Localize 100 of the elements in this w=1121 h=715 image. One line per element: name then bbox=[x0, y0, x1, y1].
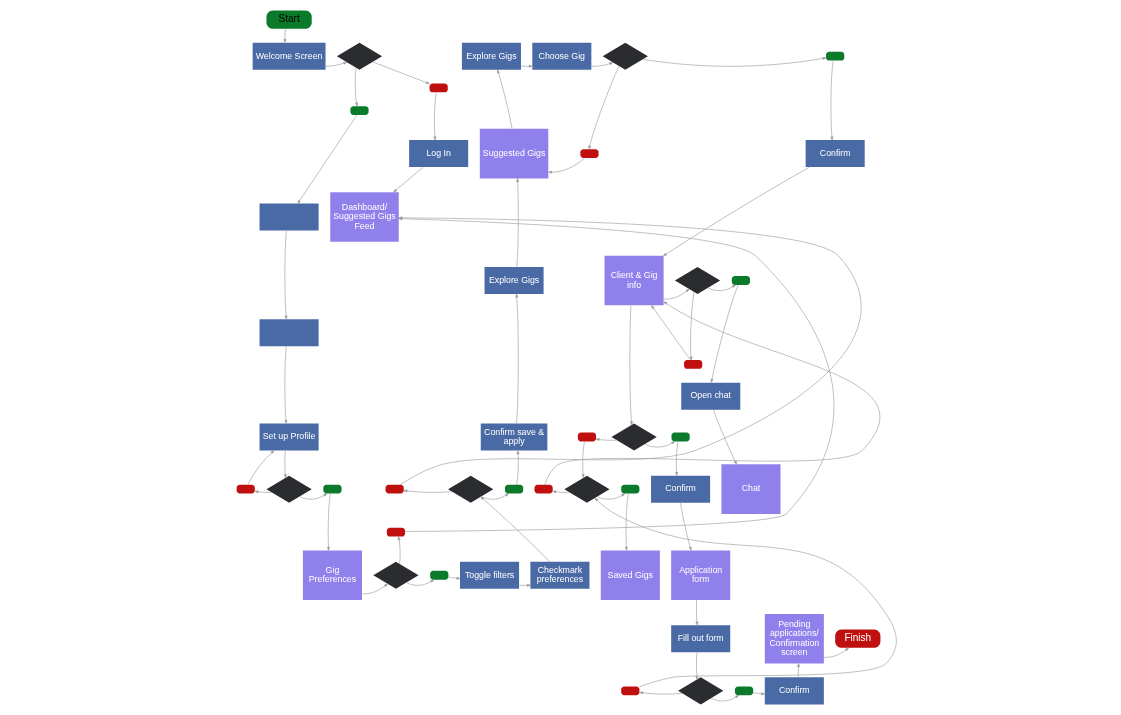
arrow bbox=[516, 450, 520, 486]
node-pill bbox=[386, 527, 406, 537]
node-box: Checkmark preferences bbox=[530, 561, 590, 589]
arrow bbox=[675, 441, 679, 476]
node-box: Open chat bbox=[681, 382, 741, 410]
arrow bbox=[284, 346, 288, 424]
arrow bbox=[325, 61, 348, 67]
arrow bbox=[283, 28, 287, 43]
arrow bbox=[544, 301, 881, 485]
arrow bbox=[480, 496, 550, 562]
arrow bbox=[581, 441, 585, 478]
node-box: Chat bbox=[721, 464, 781, 514]
node-box bbox=[259, 203, 319, 231]
node-box: Log In bbox=[409, 140, 469, 168]
arrow bbox=[591, 62, 614, 67]
arrow bbox=[284, 230, 288, 320]
arrow bbox=[752, 692, 765, 696]
node-pill bbox=[350, 106, 369, 115]
arrow bbox=[595, 438, 617, 441]
arrow bbox=[629, 305, 633, 426]
arrow bbox=[520, 64, 533, 68]
arrow bbox=[299, 493, 328, 500]
node-pill bbox=[621, 484, 640, 494]
arrow bbox=[393, 166, 424, 193]
arrow bbox=[713, 409, 737, 465]
arrow bbox=[689, 291, 695, 361]
arrow bbox=[594, 497, 897, 688]
arrow bbox=[405, 579, 435, 586]
arrow bbox=[695, 599, 699, 626]
node-pill bbox=[323, 484, 342, 494]
node-pill bbox=[385, 484, 404, 494]
node-box: Explore Gigs bbox=[484, 267, 544, 295]
arrow bbox=[588, 65, 620, 150]
node-box: Pending applications/ Confirmation screen bbox=[764, 613, 824, 664]
node-pill bbox=[430, 570, 449, 580]
node-pill bbox=[504, 484, 524, 494]
arrow bbox=[707, 284, 736, 291]
arrow bbox=[797, 663, 800, 678]
arrow bbox=[361, 583, 388, 595]
node-box: Application form bbox=[671, 550, 731, 601]
node-box: Saved Gigs bbox=[600, 550, 660, 601]
arrow bbox=[639, 691, 683, 695]
arrow bbox=[548, 157, 585, 174]
arrow bbox=[448, 576, 461, 580]
arrow bbox=[663, 166, 810, 257]
node-diamond bbox=[602, 42, 648, 70]
node-box: Explore Gigs bbox=[461, 42, 521, 70]
arrow bbox=[552, 490, 570, 494]
node-pill bbox=[429, 83, 448, 93]
arrow bbox=[398, 217, 835, 532]
arrow bbox=[398, 216, 862, 486]
arrow bbox=[516, 178, 520, 268]
arrow bbox=[354, 67, 358, 107]
node-diamond bbox=[336, 42, 383, 70]
arrow bbox=[823, 647, 849, 658]
node-box: Set up Profile bbox=[259, 423, 319, 451]
node-pill bbox=[236, 484, 255, 494]
node-box: Confirm bbox=[651, 475, 711, 503]
arrow bbox=[297, 114, 358, 204]
node-pill bbox=[671, 432, 690, 442]
node-box: Confirm save & apply bbox=[480, 423, 548, 451]
arrow bbox=[596, 493, 626, 500]
node-pill bbox=[826, 51, 845, 61]
node-pill bbox=[731, 276, 751, 285]
arrow bbox=[830, 60, 834, 141]
node-pill bbox=[734, 686, 754, 696]
node-box: Suggested Gigs bbox=[479, 128, 549, 179]
arrow bbox=[680, 502, 692, 551]
node-pill bbox=[580, 149, 599, 158]
arrow bbox=[642, 57, 827, 67]
arrow bbox=[403, 489, 453, 493]
arrow bbox=[624, 493, 629, 551]
node-box bbox=[259, 319, 319, 347]
node-box: Fill out form bbox=[671, 625, 731, 653]
arrow bbox=[433, 92, 437, 141]
arrow bbox=[651, 305, 691, 361]
node-box: Gig Preferences bbox=[302, 550, 362, 601]
node-pill bbox=[577, 432, 597, 442]
arrow bbox=[497, 69, 513, 130]
arrow bbox=[327, 493, 331, 551]
arrow bbox=[710, 695, 739, 702]
node-box: Dashboard/ Suggested Gigs Feed bbox=[330, 192, 399, 242]
node-pill bbox=[534, 484, 553, 494]
arrow bbox=[283, 450, 287, 478]
node-box: Finish bbox=[835, 629, 881, 648]
arrow bbox=[254, 490, 273, 494]
node-box: Confirm bbox=[764, 677, 824, 705]
arrow bbox=[518, 583, 531, 587]
node-box: Choose Gig bbox=[532, 42, 592, 70]
arrow bbox=[663, 288, 690, 300]
node-pill bbox=[621, 686, 640, 696]
node-box: Start bbox=[266, 10, 312, 29]
arrow bbox=[247, 450, 275, 486]
arrow bbox=[397, 536, 401, 565]
arrow bbox=[515, 293, 519, 424]
arrow bbox=[710, 284, 739, 383]
arrow bbox=[372, 61, 430, 84]
arrow bbox=[695, 652, 699, 680]
arrow bbox=[480, 493, 509, 500]
node-pill bbox=[684, 360, 703, 369]
